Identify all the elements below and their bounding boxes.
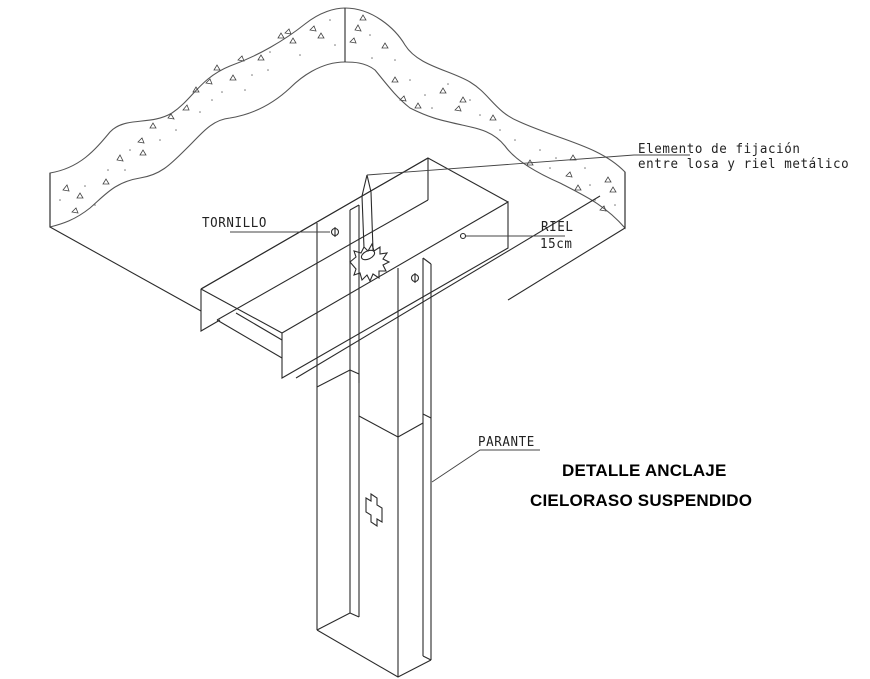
leader-fixing-element (366, 154, 690, 176)
slab-underside-left-edge (49, 226, 202, 312)
concrete-dots (59, 19, 616, 206)
rail-bottom-left (235, 312, 283, 341)
stud-collar-edge (358, 415, 424, 438)
metal-rail (200, 157, 601, 379)
anchor-head (360, 249, 376, 261)
label-rail: RIEL (541, 218, 574, 235)
screws (330, 227, 467, 283)
screw-icon (330, 227, 340, 237)
stud-knockout-hole (365, 492, 383, 528)
leader-stud (431, 449, 540, 483)
label-rail-size: 15cm (540, 235, 573, 252)
drawing-title-line-1: DETALLE ANCLAJE (562, 461, 727, 480)
anchor-pin (361, 174, 374, 251)
leader-lines (230, 154, 690, 483)
stud-bottom (316, 629, 432, 678)
drawing-title-line-2: CIELORASO SUSPENDIDO (530, 491, 753, 510)
rail-lower-edge (295, 195, 601, 379)
label-fixing-element-line-1: Elemento de fijación (638, 140, 801, 157)
concrete-aggregate-hatch (62, 14, 617, 214)
concrete-slab (49, 7, 626, 312)
star-washer (349, 242, 391, 283)
label-screw: TORNILLO (202, 214, 268, 231)
slab-underside-right-edge (507, 227, 626, 301)
screw-icon (410, 273, 420, 283)
label-stud: PARANTE (478, 433, 535, 450)
label-fixing-element-line-2: entre losa y riel metálico (638, 155, 850, 172)
rail-front-face (281, 201, 509, 379)
stud-profile (316, 204, 432, 678)
slab-section-band (49, 7, 626, 230)
fixing-element (349, 174, 391, 283)
rail-flange-inner (216, 199, 429, 321)
rail-marker-circle (459, 232, 467, 240)
rail-left-flange (200, 289, 221, 332)
